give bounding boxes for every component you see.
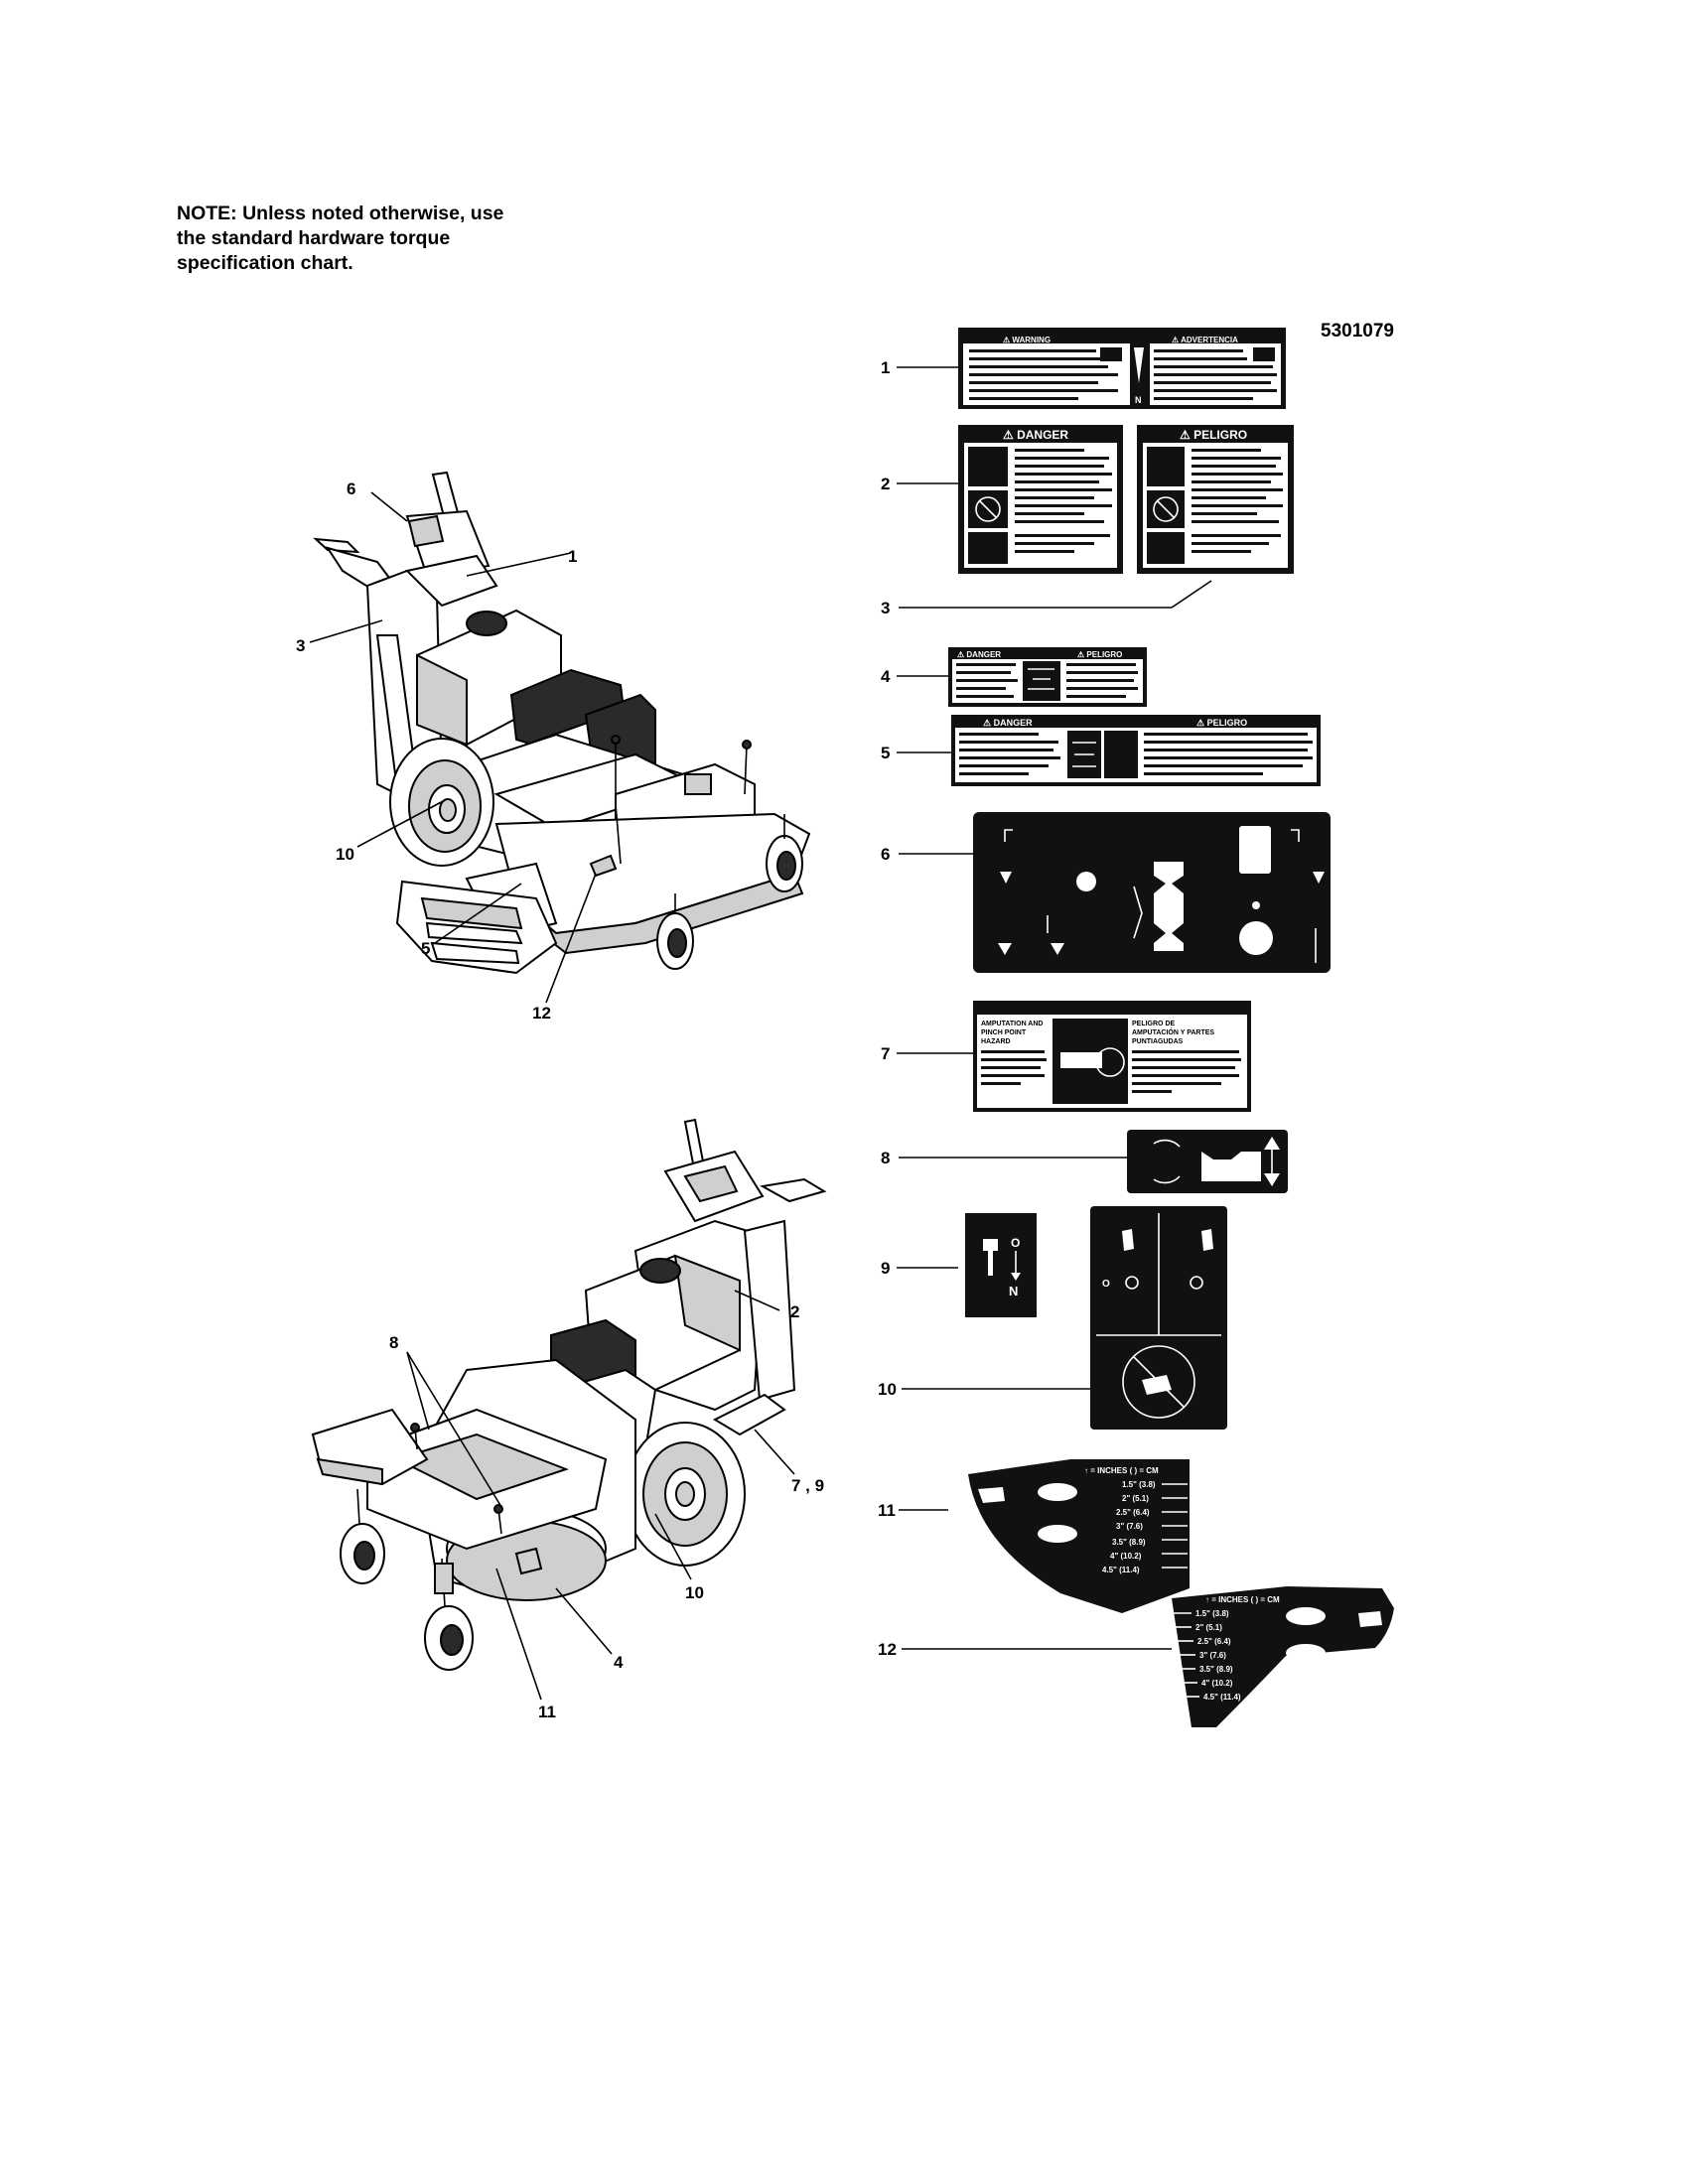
mower-upper-view xyxy=(313,471,811,975)
decal-5-right-header: ⚠ PELIGRO xyxy=(1196,718,1247,728)
decal-3-peligro: ⚠ PELIGRO xyxy=(1137,425,1294,574)
decal-7-left-line-2: PINCH POINT xyxy=(981,1029,1027,1036)
callout-decal-6: 6 xyxy=(881,845,890,864)
decal-5-left-header: ⚠ DANGER xyxy=(983,718,1033,728)
decal-11-row-5: 3.5" (8.9) xyxy=(1112,1538,1146,1547)
callout-decal-8: 8 xyxy=(881,1149,890,1167)
decal-6-control-panel xyxy=(973,812,1331,973)
decal-7-right-line-3: PUNTIAGUDAS xyxy=(1132,1038,1184,1045)
decal-callouts: 1 2 3 4 5 6 7 8 9 10 11 12 xyxy=(878,358,897,1659)
callout-upper-6: 6 xyxy=(347,479,355,498)
decal-9-neutral: O N xyxy=(965,1213,1037,1317)
decal-12-row-4: 3" (7.6) xyxy=(1199,1651,1226,1660)
note-line-1: NOTE: Unless noted otherwise, use xyxy=(177,203,504,224)
decal-12-row-2: 2" (5.1) xyxy=(1195,1623,1222,1632)
torque-note: NOTE: Unless noted otherwise, use the st… xyxy=(177,202,554,276)
decal-1-warning: ⚠ WARNING ⚠ ADVERTENCIA N xyxy=(958,328,1286,409)
decal-7-right-line-2: AMPUTACIÓN Y PARTES xyxy=(1132,1027,1214,1036)
upper-view-callouts: 6 1 3 10 5 12 xyxy=(296,479,577,1023)
decal-12-row-7: 4.5" (11.4) xyxy=(1203,1693,1241,1702)
decal-12-header: ↑ = INCHES ( ) = CM xyxy=(1205,1595,1280,1604)
callout-lower-11: 11 xyxy=(538,1703,556,1721)
note-line-2: the standard hardware torque xyxy=(177,227,451,249)
decal-11-header: ↑ = INCHES ( ) = CM xyxy=(1084,1466,1159,1475)
decal-2-danger: ⚠ DANGER xyxy=(958,425,1123,574)
decal-11-row-2: 2" (5.1) xyxy=(1122,1494,1149,1503)
decal-12-row-5: 3.5" (8.9) xyxy=(1199,1665,1233,1674)
callout-lower-2: 2 xyxy=(790,1302,799,1321)
decal-11-row-4: 3" (7.6) xyxy=(1116,1522,1143,1531)
decal-12-row-3: 2.5" (6.4) xyxy=(1197,1637,1231,1646)
callout-decal-4: 4 xyxy=(881,667,891,686)
callout-upper-5: 5 xyxy=(421,939,430,958)
callout-lower-4: 4 xyxy=(614,1653,624,1672)
decal-4-left-header: ⚠ DANGER xyxy=(957,650,1001,659)
callout-lower-7-9: 7 , 9 xyxy=(791,1476,824,1495)
decal-12-row-1: 1.5" (3.8) xyxy=(1195,1609,1229,1618)
decal-1-right-header: ⚠ ADVERTENCIA xyxy=(1172,336,1238,344)
decal-9-letter-n: N xyxy=(1009,1284,1018,1298)
callout-upper-1: 1 xyxy=(568,547,577,566)
decal-11-row-3: 2.5" (6.4) xyxy=(1116,1508,1150,1517)
decal-1-left-header: ⚠ WARNING xyxy=(1003,336,1051,344)
callout-decal-2: 2 xyxy=(881,475,890,493)
callout-decal-3: 3 xyxy=(881,599,890,617)
decal-12-row-6: 4" (10.2) xyxy=(1201,1679,1233,1688)
callout-lower-8: 8 xyxy=(389,1333,398,1352)
callout-decal-5: 5 xyxy=(881,744,890,762)
decal-12-cutting-height: ↑ = INCHES ( ) = CM 1.5" (3.8) 2" (5.1) … xyxy=(1172,1586,1394,1727)
decal-1-center-letter: N xyxy=(1135,395,1142,405)
decal-10-letter-o: O xyxy=(1102,1279,1110,1290)
decal-11-cutting-height: ↑ = INCHES ( ) = CM 1.5" (3.8) 2" (5.1) … xyxy=(968,1459,1190,1613)
decal-4-right-header: ⚠ PELIGRO xyxy=(1077,650,1122,659)
decal-2-header: ⚠ DANGER xyxy=(1003,428,1068,442)
note-line-3: specification chart. xyxy=(177,252,353,274)
decal-7-left-line-3: HAZARD xyxy=(981,1038,1011,1045)
callout-upper-10: 10 xyxy=(336,845,354,864)
decal-4-danger-peligro: ⚠ DANGER ⚠ PELIGRO xyxy=(948,647,1147,707)
decal-11-row-6: 4" (10.2) xyxy=(1110,1552,1142,1561)
callout-decal-11: 11 xyxy=(878,1501,896,1520)
decal-10-operator-presence: O xyxy=(1090,1206,1227,1430)
lower-view-leaders xyxy=(406,1290,795,1701)
decal-11-row-7: 4.5" (11.4) xyxy=(1102,1566,1140,1574)
callout-decal-10: 10 xyxy=(878,1380,897,1399)
decal-8-height-adjust xyxy=(1127,1130,1288,1193)
callout-decal-9: 9 xyxy=(881,1259,890,1278)
mower-lower-view xyxy=(311,1118,827,1671)
callout-decal-1: 1 xyxy=(881,358,890,377)
decal-11-row-1: 1.5" (3.8) xyxy=(1122,1480,1156,1489)
callout-upper-12: 12 xyxy=(532,1004,551,1023)
callout-lower-10: 10 xyxy=(685,1583,704,1602)
decal-3-header: ⚠ PELIGRO xyxy=(1180,428,1247,442)
part-number: 5301079 xyxy=(1321,321,1394,341)
decal-5-danger-peligro: ⚠ DANGER ⚠ PELIGRO xyxy=(951,715,1321,786)
callout-upper-3: 3 xyxy=(296,636,305,655)
decal-7-right-line-1: PELIGRO DE xyxy=(1132,1021,1176,1027)
upper-view-leaders xyxy=(309,491,597,1004)
callout-decal-12: 12 xyxy=(878,1640,897,1659)
decal-7-left-line-1: AMPUTATION AND xyxy=(981,1021,1043,1027)
decal-9-letter-o: O xyxy=(1011,1236,1020,1250)
lower-view-callouts: 8 2 7 , 9 10 4 11 xyxy=(389,1302,824,1721)
decal-leaders xyxy=(897,366,1212,1650)
decal-7-amputation: AMPUTATION AND PINCH POINT HAZARD PELIGR… xyxy=(973,1001,1251,1112)
callout-decal-7: 7 xyxy=(881,1044,890,1063)
